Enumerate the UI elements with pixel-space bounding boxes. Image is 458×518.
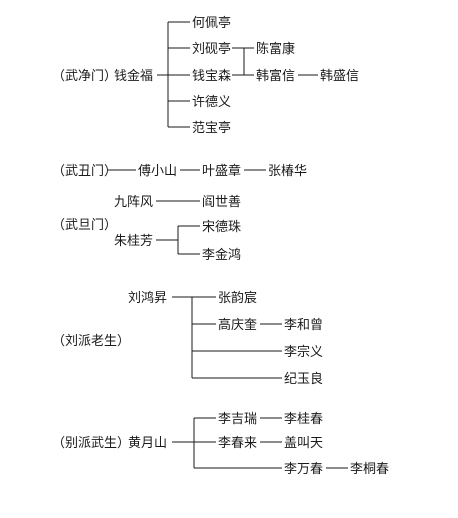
node-gai-jiaotian: 盖叫天 [284, 436, 323, 451]
node-li-jirui: 李吉瑞 [218, 412, 257, 427]
node-fan-baoting: 范宝亭 [192, 120, 231, 136]
node-li-jinhong: 李金鸿 [202, 247, 241, 263]
node-ji-yuliang: 纪玉良 [284, 371, 323, 387]
group-wuchou: （武丑门） 傅小山 叶盛章 张椿华 [52, 163, 307, 179]
node-han-shengxin: 韩盛信 [320, 69, 359, 84]
group-wujing: （武净门） 钱金福 何佩亭 刘砚亭 钱宝森 许德义 范宝亭 陈富康 韩富信 韩盛… [52, 15, 359, 136]
node-ye-shengzhang: 叶盛章 [202, 163, 241, 179]
node-chen-fukang: 陈富康 [256, 41, 295, 57]
node-liu-yanting: 刘砚亭 [192, 41, 231, 57]
group-label-wuchou: （武丑门） [52, 164, 117, 179]
node-li-zongyi: 李宗义 [284, 344, 323, 360]
node-jiu-zhenfeng: 九阵风 [114, 195, 153, 210]
node-he-peiting: 何佩亭 [192, 15, 231, 31]
group-label-liupai: （刘派老生） [52, 334, 130, 349]
node-li-hezeng: 李和曾 [284, 318, 323, 333]
group-liupai: 刘鸿昇 张韵宸 高庆奎 李和曾 李宗义 纪玉良 （刘派老生） [52, 290, 323, 387]
root-node-liupai: 刘鸿昇 [128, 290, 167, 306]
group-biepai: （别派武生） 黄月山 李吉瑞 李桂春 李春来 盖叫天 李万春 李桐春 [52, 412, 389, 477]
group-label-biepai: （别派武生） [52, 436, 130, 451]
node-zhang-chunhua: 张椿华 [268, 164, 307, 179]
node-fu-xiaoshan: 傅小山 [138, 164, 177, 179]
node-li-guichun: 李桂春 [284, 412, 323, 427]
node-li-wanchun: 李万春 [284, 462, 323, 477]
node-gao-qingkui: 高庆奎 [218, 317, 257, 333]
root-node-biepai: 黄月山 [128, 436, 167, 451]
node-han-fuxin: 韩富信 [256, 68, 295, 84]
node-zhu-guifang: 朱桂芳 [114, 234, 153, 249]
group-wudan: 九阵风 阎世善 （武旦门） 朱桂芳 宋德珠 李金鸿 [52, 194, 241, 263]
node-qian-baosen: 钱宝森 [192, 69, 231, 84]
group-label-wudan: （武旦门） [52, 218, 117, 233]
group-label-wujing: （武净门） [52, 69, 117, 84]
node-song-dezhu: 宋德珠 [202, 220, 241, 235]
node-yan-shishan: 阎世善 [202, 194, 241, 210]
node-li-chunlai: 李春来 [218, 436, 257, 451]
node-zhang-yunchen: 张韵宸 [218, 290, 257, 306]
node-li-tongchun: 李桐春 [350, 462, 389, 477]
root-node-wujing: 钱金福 [114, 68, 153, 84]
node-xu-deyi: 许德义 [192, 95, 231, 110]
